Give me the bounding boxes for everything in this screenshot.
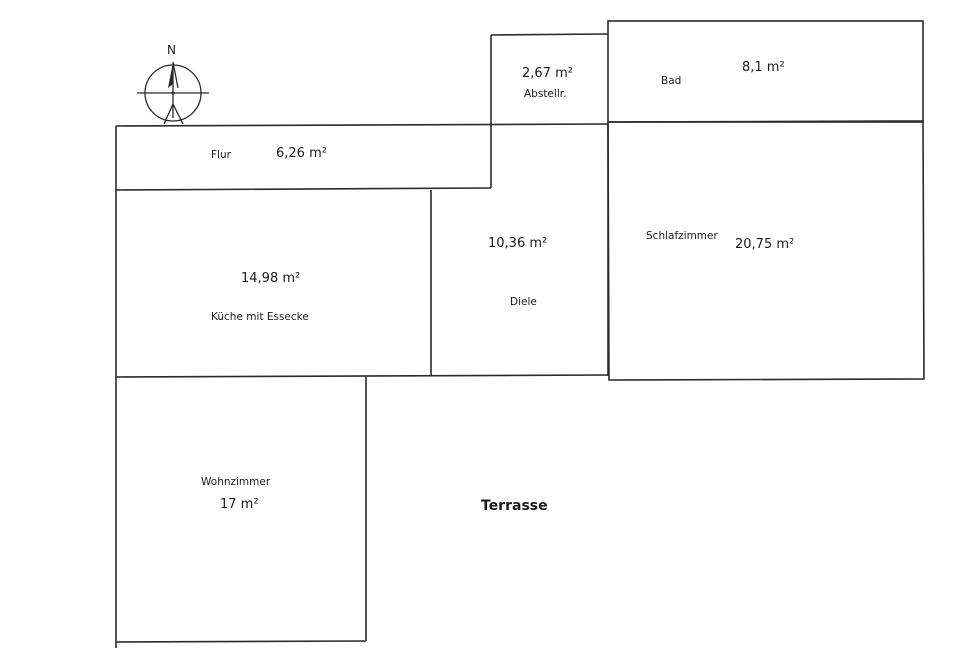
room-area-wohnzimmer: 17 m²: [220, 497, 259, 512]
room-name-kueche: Küche mit Essecke: [211, 311, 309, 323]
wall-abstellraum-top: [490, 33, 609, 36]
room-area-kueche: 14,98 m²: [241, 271, 301, 286]
room-area-schlafzimmer: 20,75 m²: [735, 237, 795, 252]
room-name-diele: Diele: [510, 296, 537, 308]
wall-wohnzimmer-bottom: [115, 640, 367, 643]
wall-flur-top: [115, 123, 609, 127]
north-arrow-icon: [137, 61, 209, 125]
room-name-bad: Bad: [661, 75, 682, 87]
compass-letter: N: [167, 43, 176, 57]
room-name-schlafzimmer: Schlafzimmer: [646, 230, 718, 242]
room-name-flur: Flur: [211, 149, 231, 161]
room-area-bad: 8,1 m²: [742, 60, 785, 75]
room-area-abstellraum: 2,67 m²: [522, 66, 573, 81]
terrace-label: Terrasse: [481, 498, 548, 514]
wall-kueche-bottom: [115, 374, 609, 378]
room-area-diele: 10,36 m²: [488, 236, 548, 251]
room-name-wohnzimmer: Wohnzimmer: [201, 476, 271, 488]
room-name-abstellraum: Abstellr.: [524, 88, 567, 100]
room-area-flur: 6,26 m²: [276, 146, 327, 161]
wall-flur-bottom: [115, 187, 492, 191]
